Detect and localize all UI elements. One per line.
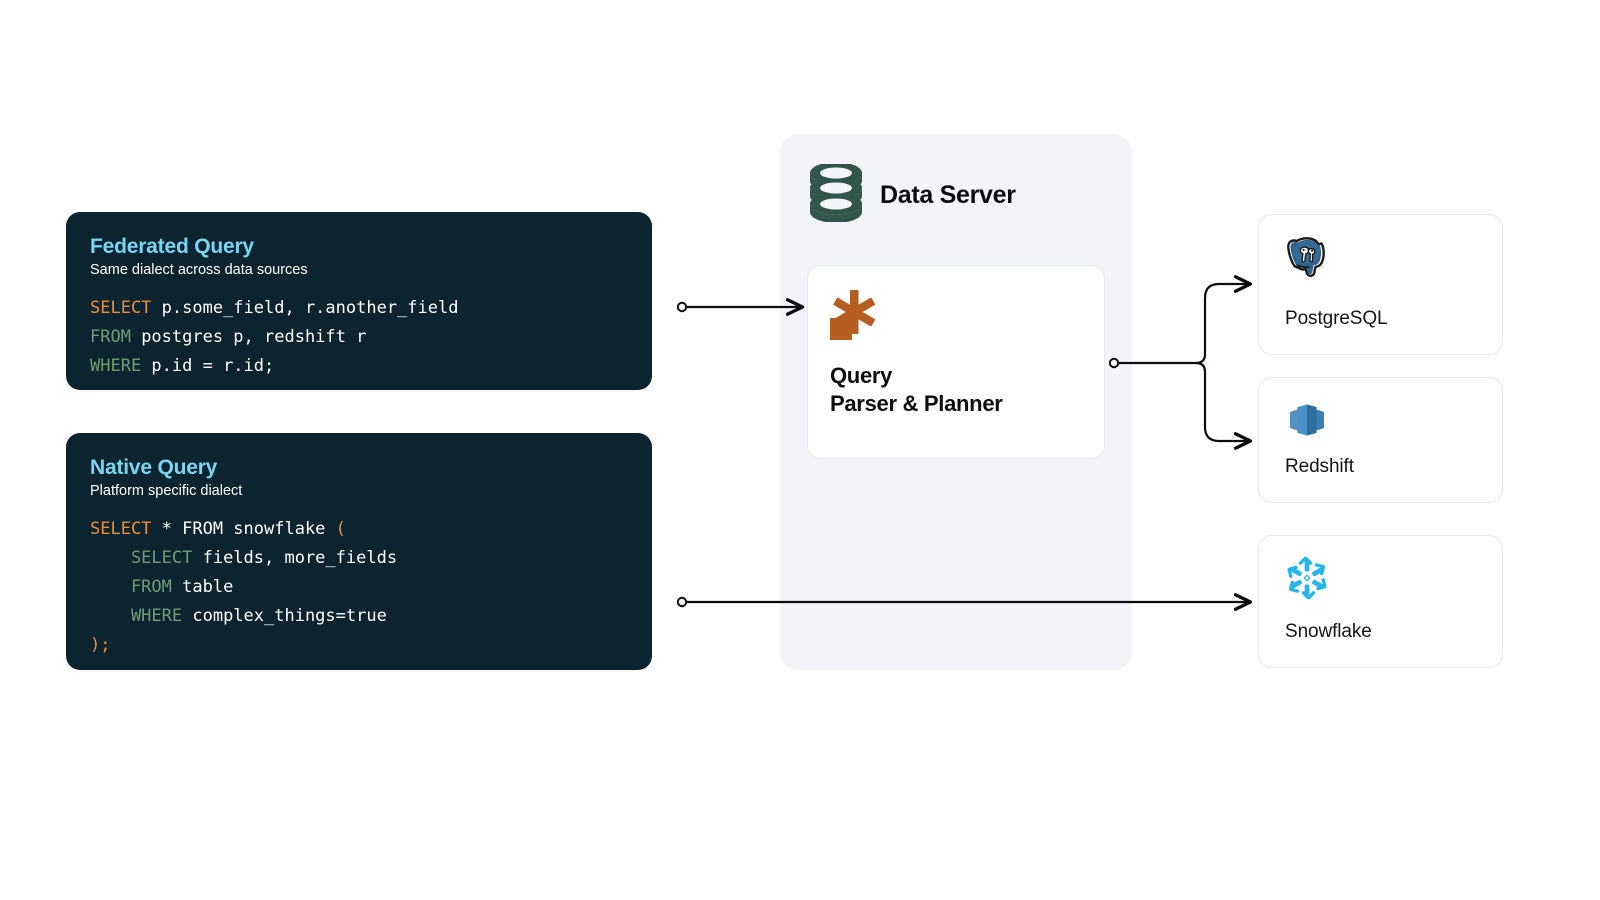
native-query-subtitle: Platform specific dialect [90, 483, 243, 500]
federated-query-title: Federated Query [90, 235, 254, 258]
code-line: ); [90, 631, 628, 660]
data-server-title: Data Server [880, 181, 1016, 209]
query-parser-label: Query Parser & Planner [830, 362, 1003, 418]
asterisk-square-icon [830, 284, 894, 351]
code-line: SELECT p.some_field, r.another_field [90, 294, 628, 323]
code-line: SELECT * FROM snowflake ( [90, 515, 628, 544]
code-token: FROM [90, 327, 131, 348]
code-token: p.some_field, r.another_field [151, 298, 459, 319]
code-token: postgres p, redshift r [130, 327, 367, 348]
code-token: ); [90, 635, 111, 656]
code-token: table [171, 577, 234, 598]
database-cylinder-icon [808, 162, 864, 227]
code-line: FROM table [90, 573, 628, 602]
snowflake-icon [1285, 556, 1329, 600]
data-server-panel: Data Server Query Parser & Planner [780, 134, 1132, 670]
code-line: WHERE complex_things=true [90, 602, 628, 631]
code-token: WHERE [90, 606, 183, 627]
dest-card-snowflake[interactable]: Snowflake [1258, 535, 1503, 668]
dest-card-postgresql[interactable]: PostgreSQL [1258, 214, 1503, 355]
query-parser-label-line-2: Parser & Planner [830, 391, 1003, 416]
code-line: FROM postgres p, redshift r [90, 323, 628, 352]
code-token: * FROM snowflake [151, 519, 336, 540]
code-token: SELECT [90, 519, 152, 540]
postgresql-elephant-icon [1285, 235, 1329, 279]
code-token: SELECT [90, 298, 152, 319]
dest-label-postgresql: PostgreSQL [1285, 308, 1388, 329]
code-line: WHERE p.id = r.id; [90, 352, 628, 381]
code-token: p.id = r.id; [141, 356, 275, 377]
native-query-code: SELECT * FROM snowflake ( SELECT fields,… [90, 515, 628, 660]
code-token: fields, more_fields [192, 548, 398, 569]
federated-query-subtitle: Same dialect across data sources [90, 262, 308, 279]
code-token: SELECT [90, 548, 193, 569]
federated-query-card: Federated Query Same dialect across data… [66, 212, 652, 390]
data-server-header: Data Server [808, 162, 1016, 227]
redshift-cylinder-icon [1285, 398, 1329, 442]
query-parser-label-line-1: Query [830, 363, 893, 388]
code-token: complex_things=true [182, 606, 387, 627]
code-line: SELECT fields, more_fields [90, 544, 628, 573]
code-token: WHERE [90, 356, 142, 377]
dest-card-redshift[interactable]: Redshift [1258, 377, 1503, 503]
dest-label-snowflake: Snowflake [1285, 621, 1372, 642]
code-token: ( [335, 519, 346, 540]
native-query-card: Native Query Platform specific dialect S… [66, 433, 652, 670]
native-query-title: Native Query [90, 456, 218, 479]
dest-label-redshift: Redshift [1285, 456, 1354, 477]
code-token: FROM [90, 577, 172, 598]
query-parser-card[interactable]: Query Parser & Planner [807, 265, 1105, 459]
